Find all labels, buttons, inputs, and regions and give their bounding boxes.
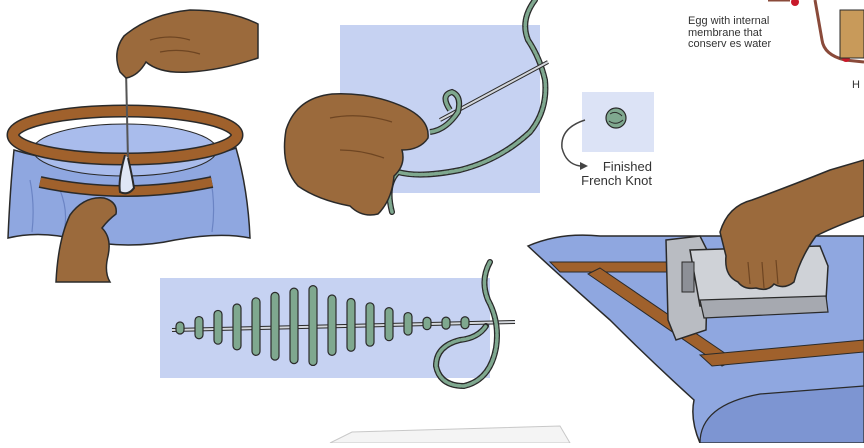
stitch-column — [309, 286, 317, 366]
stitch-column — [328, 295, 336, 355]
stitch-column — [271, 292, 279, 360]
stitch-column — [461, 317, 469, 329]
egg-label-line: Egg with internal — [688, 16, 828, 28]
stitch-sampler-illustration — [160, 262, 515, 386]
diagram-node — [791, 0, 799, 6]
knot-label-line: French Knot — [556, 174, 652, 188]
stitch-column — [385, 308, 393, 341]
embroidery-hoop-illustration — [8, 10, 258, 282]
stitch-column — [423, 317, 431, 329]
finished-french-knot-label: Finished French Knot — [556, 160, 652, 187]
staple-gun-frame-illustration — [528, 160, 864, 443]
cropped-label-letter: H — [852, 80, 860, 92]
stitch-column — [347, 298, 355, 351]
french-knot-step-illustration — [285, 0, 549, 215]
paper-edge — [330, 426, 570, 443]
stitch-column — [214, 310, 222, 344]
stitch-column — [442, 317, 450, 329]
egg-membrane-label: Egg with internal membrane that conserv … — [688, 16, 828, 51]
stitch-column — [404, 313, 412, 336]
stitch-column — [366, 303, 374, 346]
stitch-column — [233, 304, 241, 350]
stitch-column — [290, 288, 298, 363]
staple-gun-plate — [682, 262, 694, 292]
diagram-image-edge — [840, 10, 864, 58]
upper-hand — [117, 10, 258, 78]
stitch-column — [252, 298, 260, 356]
knot-label-line: Finished — [556, 160, 652, 174]
finished-knot — [606, 108, 626, 128]
stitch-column — [176, 322, 184, 334]
stitch-column — [195, 317, 203, 339]
egg-label-line: conserv es water — [688, 39, 828, 51]
